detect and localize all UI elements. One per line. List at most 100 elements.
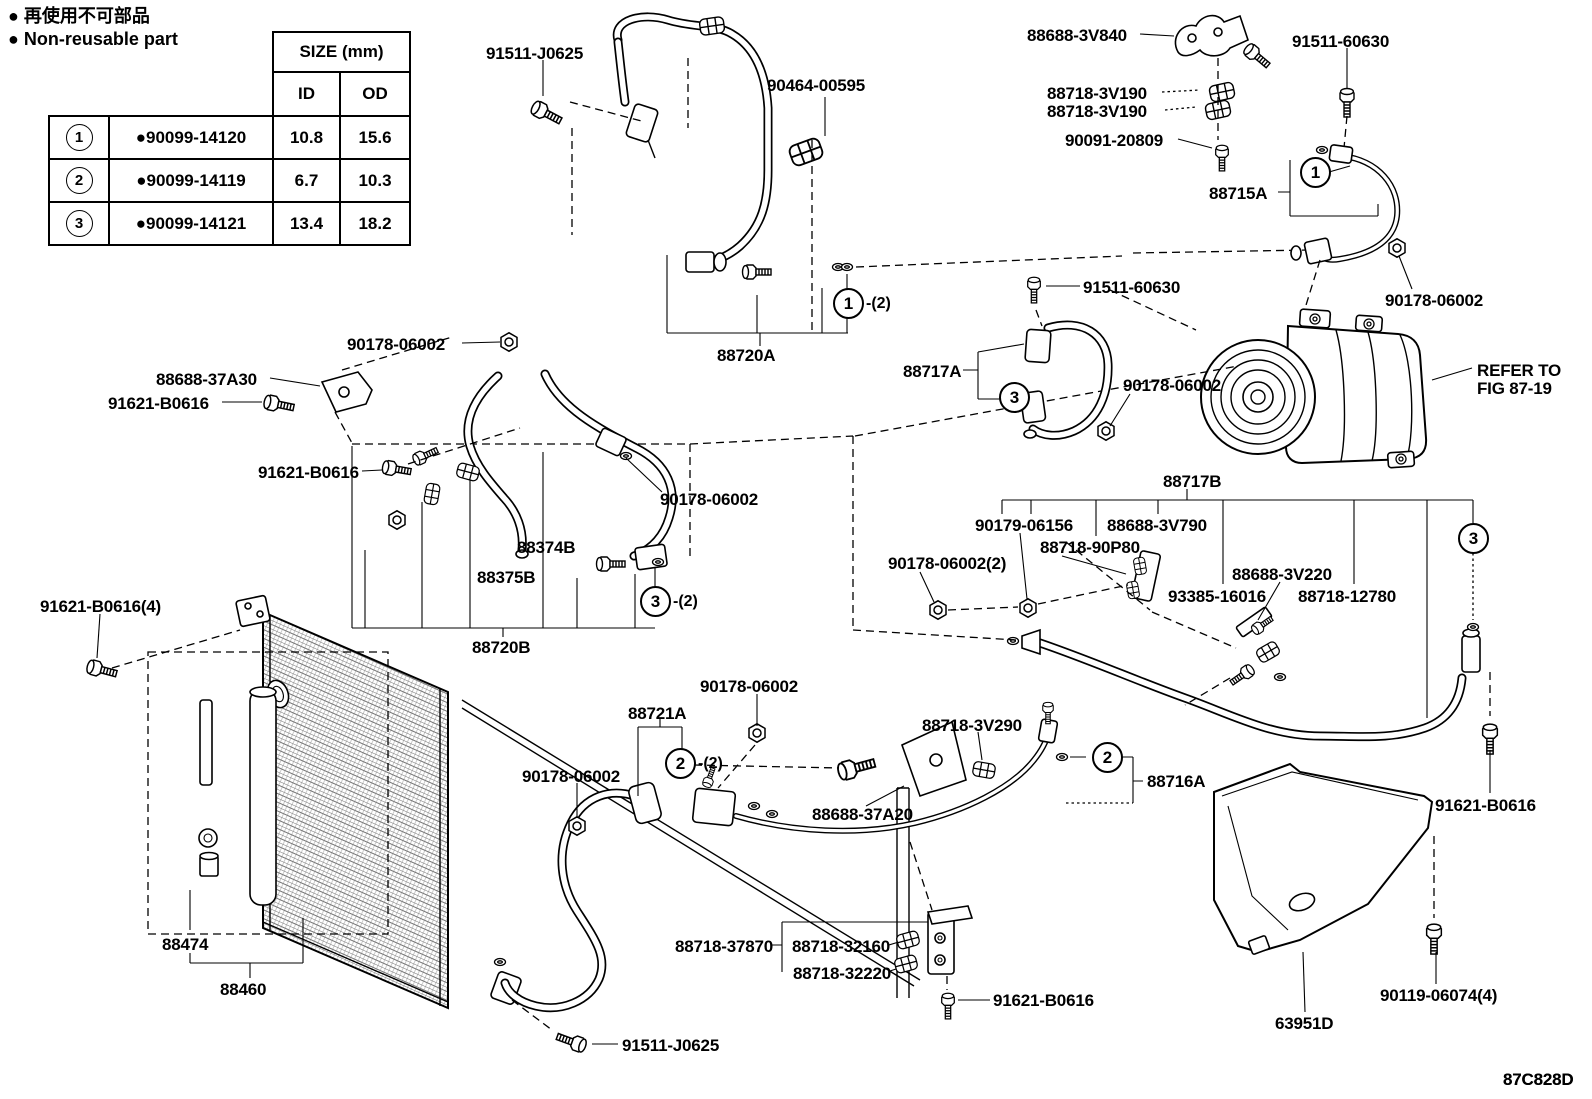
part-label-91511-j0625: 91511-J0625	[622, 1036, 720, 1055]
tube-88717b-drawing	[919, 489, 1499, 793]
legend-item-en: ● Non-reusable part	[8, 29, 178, 49]
callout-circle: 3	[1458, 523, 1489, 554]
size-od-cell: 15.6	[339, 115, 411, 160]
part-label-88375b: 88375B	[477, 568, 536, 587]
callout-1: 1	[1300, 157, 1331, 188]
part-label-88718-3v290: 88718-3V290	[922, 716, 1022, 735]
part-label-90091-20809: 90091-20809	[1065, 131, 1164, 150]
part-label-88688-3v790: 88688-3V790	[1107, 516, 1207, 535]
size-part-cell: ●90099-14119	[108, 158, 274, 203]
size-od-cell: 10.3	[339, 158, 411, 203]
bottom-clamp-bracket-drawing	[554, 905, 990, 1055]
size-id-cell: 10.8	[272, 115, 341, 160]
callout-circle: 2	[1092, 742, 1123, 773]
compressor-drawing	[854, 289, 1473, 469]
part-label-88688-3v220: 88688-3V220	[1232, 565, 1332, 584]
size-table-col-od: OD	[339, 71, 411, 117]
callout-3-x2: 3-(2)	[640, 586, 698, 617]
part-label-91621-b0616: 91621-B0616	[993, 991, 1094, 1010]
part-label-88717a: 88717A	[903, 362, 962, 381]
part-label-87c828d: 87C828D	[1503, 1070, 1574, 1089]
part-label-88718-12780: 88718-12780	[1298, 587, 1397, 606]
part-label-90464-00595: 90464-00595	[767, 76, 866, 95]
shield-63951d-drawing	[1213, 762, 1443, 1013]
hose-88720a-drawing	[528, 16, 1311, 346]
ref-circle: 2	[65, 167, 93, 194]
part-label-91621-b0616: 91621-B0616	[258, 463, 359, 482]
callout-1-x2: 1-(2)	[833, 288, 891, 319]
part-label-90178-06002: 90178-06002	[347, 335, 446, 354]
callout-3: 3	[999, 382, 1030, 413]
callout-circle: 1	[833, 288, 864, 319]
part-label-90178-06002-2-: 90178-06002(2)	[888, 554, 1007, 573]
size-part-cell: ●90099-14120	[108, 115, 274, 160]
size-ref-cell: 2	[48, 158, 110, 203]
callout-quantity: -(2)	[866, 294, 891, 312]
part-label-88718-90p80: 88718-90P80	[1040, 538, 1140, 557]
part-label-88688-3v840: 88688-3V840	[1027, 26, 1127, 45]
part-label-88718-37870: 88718-37870	[675, 937, 774, 956]
size-table-header: SIZE (mm)	[272, 31, 411, 73]
figure-code: 87C828D	[1503, 1070, 1574, 1089]
part-label-88718-32220: 88718-32220	[793, 964, 892, 983]
callout-2: 2	[1092, 742, 1123, 773]
part-label-63951d: 63951D	[1275, 1014, 1334, 1033]
part-label-88460: 88460	[220, 980, 267, 999]
size-ref-cell: 1	[48, 115, 110, 160]
part-label-91621-b0616: 91621-B0616	[108, 394, 209, 413]
part-label-fig-87-19: FIG 87-19	[1477, 379, 1552, 398]
part-label-88688-37a20: 88688-37A20	[812, 805, 913, 824]
ref-circle: 3	[65, 210, 93, 237]
bracket-37a30-drawing	[222, 332, 518, 444]
callout-3: 3	[1458, 523, 1489, 554]
part-label-91621-b0616-4-: 91621-B0616(4)	[40, 597, 162, 616]
part-label-90179-06156: 90179-06156	[975, 516, 1074, 535]
part-label-88716a: 88716A	[1147, 772, 1206, 791]
part-label-88720a: 88720A	[717, 346, 776, 365]
part-label-88717b: 88717B	[1163, 472, 1222, 491]
pipe-88715a-drawing	[1278, 144, 1413, 319]
size-id-cell: 13.4	[272, 201, 341, 246]
part-label-88718-3v190: 88718-3V190	[1047, 102, 1147, 121]
part-label-90178-06002: 90178-06002	[522, 767, 621, 786]
part-label-88721a: 88721A	[628, 704, 687, 723]
part-label-88720b: 88720B	[472, 638, 531, 657]
part-label-refer-to: REFER TO	[1477, 361, 1562, 380]
part-label-91621-b0616: 91621-B0616	[1435, 796, 1536, 815]
callout-circle: 3	[999, 382, 1030, 413]
size-table-col-id: ID	[272, 71, 341, 117]
callout-2-x2: 2-(2)	[665, 748, 723, 779]
size-ref-cell: 3	[48, 201, 110, 246]
part-label-88718-3v190: 88718-3V190	[1047, 84, 1147, 103]
callout-circle: 3	[640, 586, 671, 617]
part-label-88718-32160: 88718-32160	[792, 937, 891, 956]
legend: ● 再使用不可部品 ● Non-reusable part	[8, 5, 178, 51]
hose-88717a-drawing	[963, 276, 1131, 441]
part-label-88688-37a30: 88688-37A30	[156, 370, 257, 389]
part-label-90178-06002: 90178-06002	[700, 677, 799, 696]
callout-circle: 2	[665, 748, 696, 779]
part-label-90178-06002: 90178-06002	[660, 490, 759, 509]
part-label-91511-j0625: 91511-J0625	[486, 44, 584, 63]
part-label-90119-06074-4-: 90119-06074(4)	[1380, 986, 1498, 1005]
part-label-90178-06002: 90178-06002	[1123, 376, 1222, 395]
part-label-93385-16016: 93385-16016	[1168, 587, 1267, 606]
condenser-drawing	[84, 594, 921, 1031]
size-id-cell: 6.7	[272, 158, 341, 203]
ref-circle: 1	[65, 124, 93, 151]
hoses-88720b-drawing	[351, 374, 1017, 641]
callout-quantity: -(2)	[673, 592, 698, 610]
size-od-cell: 18.2	[339, 201, 411, 246]
bottom-center-drawing	[505, 694, 1143, 1008]
callout-quantity: -(2)	[698, 754, 723, 772]
legend-item-jp: ● 再使用不可部品	[8, 6, 150, 26]
part-label-88374b: 88374B	[517, 538, 576, 557]
bracket-3v840-drawing	[1139, 14, 1355, 172]
size-part-cell: ●90099-14121	[108, 201, 274, 246]
